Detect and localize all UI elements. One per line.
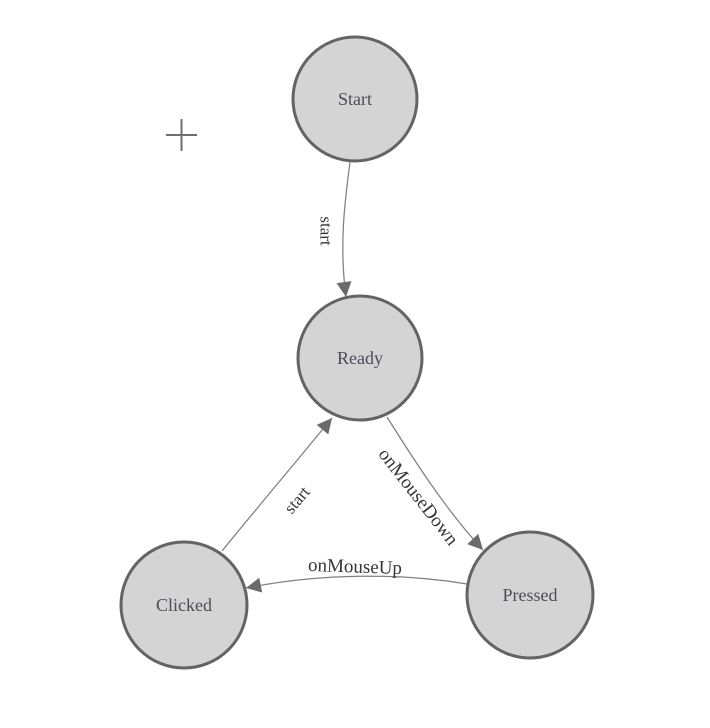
edge-start-to-ready-line[interactable] — [336, 161, 352, 298]
start-node-circle[interactable] — [291, 35, 419, 163]
pressed-node-label: Pressed — [503, 585, 558, 605]
clicked-node-label: Clicked — [156, 595, 212, 615]
node-ready[interactable]: Ready — [296, 294, 424, 422]
start-node-label: Start — [338, 89, 372, 109]
node-clicked[interactable]: Clicked — [119, 540, 249, 670]
edge-start-to-ready-label: start — [317, 216, 336, 246]
edge-clicked-to-ready-line[interactable] — [221, 417, 333, 552]
edge-clicked-to-ready-label: start — [280, 482, 314, 517]
edge-start-to-ready[interactable]: start — [317, 161, 352, 298]
origin-crosshair-icon — [166, 119, 197, 151]
edge-pressed-to-clicked-line[interactable] — [245, 575, 468, 593]
pressed-node-circle[interactable] — [465, 530, 595, 660]
edge-pressed-to-clicked-label: onMouseUp — [308, 555, 403, 579]
clicked-node-circle[interactable] — [119, 540, 249, 670]
edge-ready-to-pressed-line[interactable] — [386, 416, 484, 551]
node-start[interactable]: Start — [291, 35, 419, 163]
edge-ready-to-pressed-label: onMouseDown — [374, 444, 463, 550]
nodes-layer: Start Ready Clicked Pressed — [119, 35, 595, 670]
edge-pressed-to-clicked[interactable]: onMouseUp — [245, 555, 468, 593]
node-pressed[interactable]: Pressed — [465, 530, 595, 660]
ready-node-label: Ready — [337, 348, 383, 368]
edge-ready-to-pressed[interactable]: onMouseDown — [374, 416, 484, 551]
ready-node-circle[interactable] — [296, 294, 424, 422]
edge-clicked-to-ready[interactable]: start — [221, 417, 333, 552]
